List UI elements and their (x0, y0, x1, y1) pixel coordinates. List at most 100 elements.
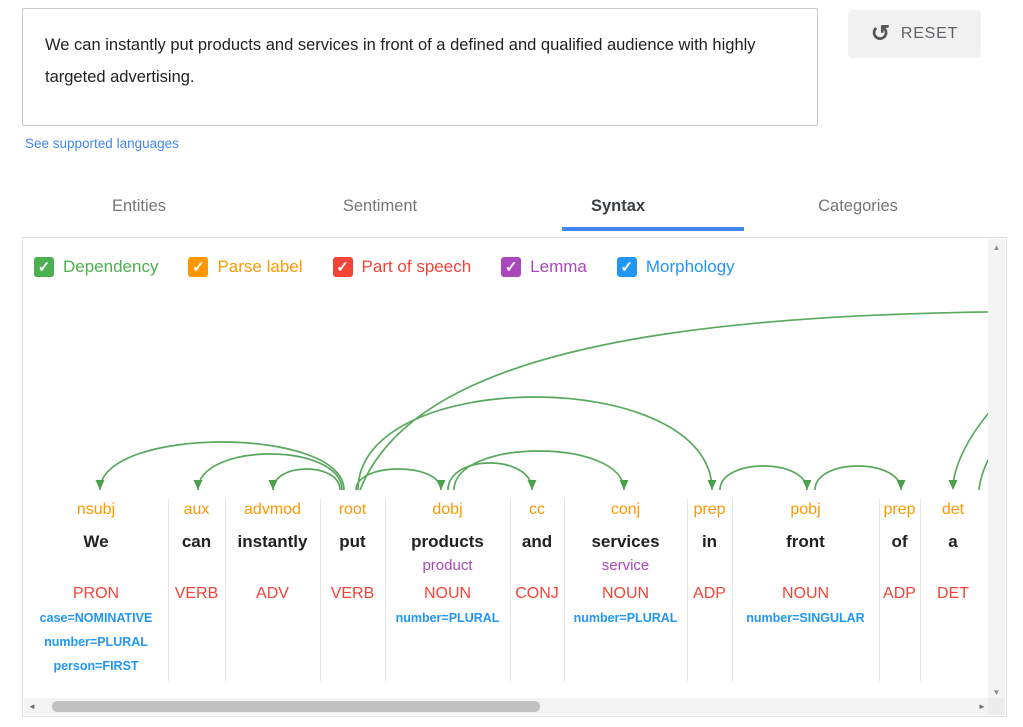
arc-nsubj (99, 441, 345, 491)
token-morphology: number=PLURAL (395, 611, 500, 625)
token-word: and (521, 532, 553, 551)
token-lemma (732, 557, 879, 585)
rotate-left-icon: ↺ (870, 19, 891, 46)
dep-label: aux (183, 501, 210, 518)
token-lemma (687, 557, 732, 585)
dep-label: cc (529, 501, 545, 518)
scroll-up-icon[interactable]: ▲ (992, 242, 1001, 252)
horizontal-scrollbar-thumb[interactable] (52, 701, 540, 712)
checked-checkbox-icon: ✓ (501, 257, 522, 277)
dep-label: dobj (432, 501, 463, 518)
legend-bar: ✓ Dependency ✓ Parse label ✓ Part of spe… (34, 257, 735, 277)
token-word: instantly (237, 532, 308, 551)
dep-label: nsubj (76, 501, 116, 518)
token-word: We (83, 532, 109, 551)
token-pos: VERB (174, 585, 219, 602)
checked-checkbox-icon: ✓ (332, 257, 353, 277)
token-word: of (891, 532, 908, 551)
tab-categories[interactable]: Categories (818, 197, 898, 215)
token-lemma (320, 557, 385, 585)
column-divider (225, 499, 226, 681)
active-tab-indicator (562, 227, 744, 231)
arc-prep-in (357, 396, 713, 491)
column-divider (920, 499, 921, 681)
legend-label: Morphology (645, 257, 735, 276)
arc-aux (197, 453, 343, 491)
token-lemma: product (422, 557, 473, 574)
dep-arrow (707, 480, 717, 490)
tab-sentiment[interactable]: Sentiment (342, 197, 418, 215)
dep-label: root (338, 501, 367, 518)
token-pos: ADV (256, 585, 289, 602)
dependency-arcs (95, 311, 990, 491)
column-divider (879, 499, 880, 681)
column-divider (732, 499, 733, 681)
token-pos: NOUN (423, 585, 472, 602)
scroll-left-icon[interactable]: ◄ (28, 702, 36, 711)
dep-arrow (896, 480, 906, 490)
legend-label: Dependency (63, 257, 159, 276)
token-column-a: det a DET (920, 501, 986, 611)
dep-arrow (268, 480, 278, 490)
token-word: in (701, 532, 718, 551)
arc-advmod (272, 468, 341, 491)
checkbox-parse-label[interactable]: ✓ Parse label (188, 257, 303, 277)
token-column-products: dobj products product NOUN number=PLURAL (385, 501, 510, 635)
dep-label: prep (883, 501, 916, 518)
tab-syntax[interactable]: Syntax (590, 197, 646, 215)
checked-checkbox-icon: ✓ (34, 257, 54, 277)
dep-arrow (948, 480, 958, 490)
token-pos: ADP (693, 585, 726, 602)
dep-arrow (193, 480, 203, 490)
token-lemma (920, 557, 986, 585)
column-divider (168, 499, 169, 681)
token-column-front: pobj front NOUN number=SINGULAR (732, 501, 879, 635)
token-column-put: root put VERB (320, 501, 385, 611)
token-column-can: aux can VERB (168, 501, 225, 611)
dep-arrow (436, 480, 446, 490)
token-word: products (411, 532, 484, 551)
token-lemma (168, 557, 225, 585)
scroll-right-icon[interactable]: ► (978, 702, 986, 711)
token-column-instantly: advmod instantly ADV (225, 501, 320, 611)
horizontal-scrollbar[interactable]: ◄ ► (24, 698, 990, 715)
checkbox-dependency[interactable]: ✓ Dependency (34, 257, 158, 277)
syntax-canvas: ✓ Dependency ✓ Parse label ✓ Part of spe… (24, 239, 990, 700)
checkbox-lemma[interactable]: ✓ Lemma (501, 257, 587, 277)
syntax-panel: ✓ Dependency ✓ Parse label ✓ Part of spe… (22, 237, 1007, 717)
token-pos: ADP (883, 585, 916, 602)
supported-languages-link[interactable]: See supported languages (25, 136, 179, 151)
checkbox-morphology[interactable]: ✓ Morphology (616, 257, 735, 277)
scroll-down-icon[interactable]: ▼ (992, 687, 1001, 697)
arc-prep-of (814, 465, 902, 491)
dep-label: pobj (790, 501, 821, 518)
token-word: a (948, 532, 958, 551)
token-morphology: number=SINGULAR (746, 611, 865, 625)
arc-partial-offscreen (978, 454, 990, 491)
analysis-text-input[interactable]: We can instantly put products and servic… (22, 8, 818, 126)
column-divider (510, 499, 511, 681)
scrollbar-corner (988, 698, 1005, 715)
dep-arrow (527, 480, 537, 490)
token-word: services (591, 532, 660, 551)
arc-pobj (719, 465, 808, 491)
dep-label: prep (693, 501, 726, 518)
token-pos: NOUN (601, 585, 650, 602)
checkbox-part-of-speech[interactable]: ✓ Part of speech (332, 257, 471, 277)
dep-label: det (941, 501, 965, 518)
token-pos: DET (937, 585, 969, 602)
vertical-scrollbar[interactable]: ▲ ▼ (988, 239, 1005, 700)
reset-label: RESET (900, 25, 959, 42)
arc-prep-offscreen (359, 311, 990, 491)
reset-button[interactable]: ↺ RESET (848, 10, 981, 58)
token-lemma (24, 557, 168, 585)
token-word: put (339, 532, 366, 551)
token-lemma (879, 557, 920, 585)
column-divider (687, 499, 688, 681)
tab-entities[interactable]: Entities (111, 197, 167, 215)
dep-arrow (95, 480, 105, 490)
token-column-of: prep of ADP (879, 501, 920, 611)
token-morphology: case=NOMINATIVE number=PLURAL person=FIR… (39, 611, 153, 673)
dep-arrow (619, 480, 629, 490)
token-pos: VERB (330, 585, 375, 602)
